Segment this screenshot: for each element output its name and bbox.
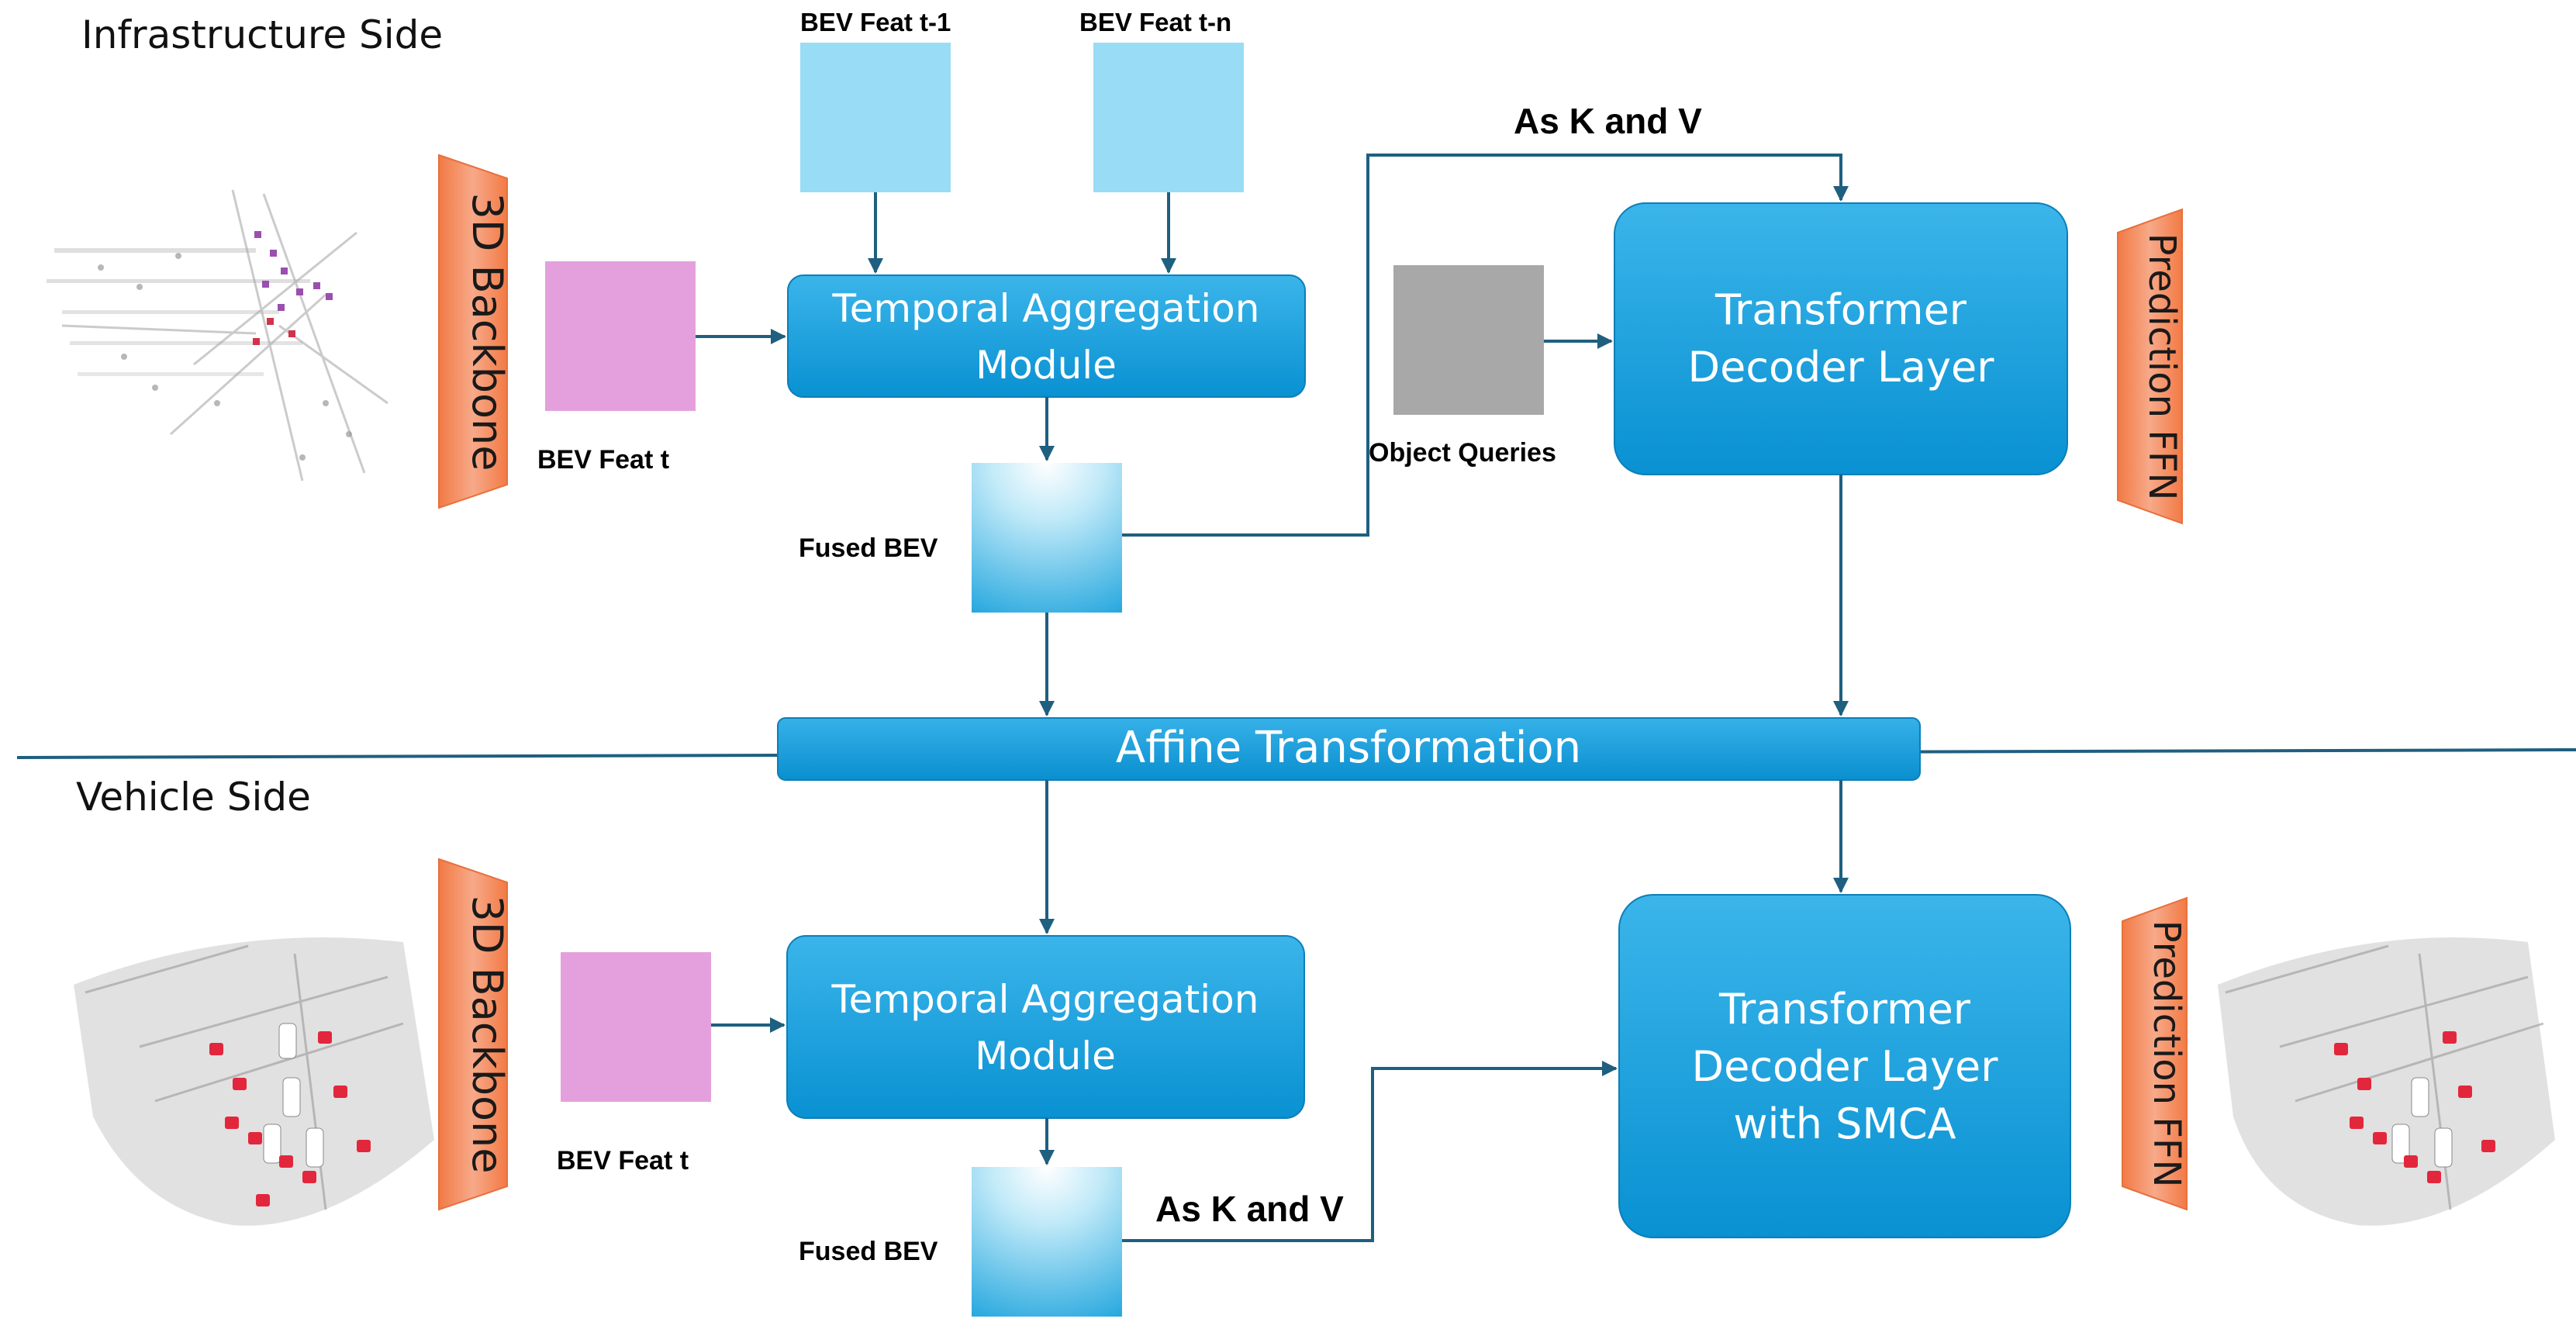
infra-as-k-v-label: As K and V bbox=[1514, 101, 1702, 141]
vehicle-decoder-label-line2: Decoder Layer bbox=[1692, 1042, 1999, 1091]
connectors bbox=[696, 154, 1849, 1242]
infra-prediction-ffn: Prediction FFN bbox=[2117, 208, 2184, 525]
infra-bev-feat-t-label: BEV Feat t bbox=[537, 445, 669, 475]
infra-bev-feat-t1-block bbox=[800, 43, 951, 192]
object-queries-label: Object Queries bbox=[1369, 438, 1556, 468]
infra-decoder-label-line2: Decoder Layer bbox=[1688, 343, 1995, 392]
vehicle-fused-bev-block bbox=[972, 1167, 1122, 1317]
infra-fused-bev-block bbox=[972, 463, 1122, 613]
arrow-fused-to-decoder bbox=[1122, 154, 1849, 537]
object-queries-block bbox=[1393, 265, 1544, 415]
infrastructure-side-label: Infrastructure Side bbox=[81, 12, 443, 57]
infra-fused-bev-label: Fused BEV bbox=[799, 533, 938, 563]
affine-transformation-label: Affine Transformation bbox=[1116, 723, 1581, 773]
affine-transformation-module: Affine Transformation bbox=[777, 717, 1921, 781]
infra-temporal-aggregation-module: Temporal Aggregation Module bbox=[787, 274, 1306, 398]
infra-tam-label-line2: Module bbox=[975, 343, 1117, 388]
vehicle-side-label: Vehicle Side bbox=[76, 775, 311, 820]
vehicle-tam-label-line1: Temporal Aggregation bbox=[831, 977, 1259, 1022]
infra-bev-feat-tn-block bbox=[1093, 43, 1244, 192]
infra-tam-label-line1: Temporal Aggregation bbox=[832, 286, 1260, 331]
vehicle-transformer-decoder-smca: Transformer Decoder Layer with SMCA bbox=[1618, 894, 2071, 1238]
vehicle-prediction-ffn-label: Prediction FFN bbox=[2145, 920, 2188, 1188]
vehicle-fused-bev-label: Fused BEV bbox=[799, 1237, 938, 1266]
infra-3d-backbone: 3D Backbone bbox=[438, 154, 512, 509]
infra-prediction-ffn-label: Prediction FFN bbox=[2140, 233, 2184, 501]
vehicle-backbone-label: 3D Backbone bbox=[463, 896, 512, 1174]
vehicle-3d-backbone: 3D Backbone bbox=[438, 858, 512, 1211]
infra-decoder-label-line1: Transformer bbox=[1714, 285, 1967, 334]
infra-transformer-decoder-layer: Transformer Decoder Layer bbox=[1614, 202, 2068, 475]
vehicle-as-k-v-label: As K and V bbox=[1155, 1189, 1344, 1229]
infra-backbone-label: 3D Backbone bbox=[463, 193, 512, 471]
arrow-vehicle-fused-to-decoder bbox=[1122, 1061, 1618, 1242]
infra-bev-feat-t-block bbox=[545, 261, 696, 411]
infra-bev-feat-tn-label: BEV Feat t-n bbox=[1079, 8, 1231, 36]
vehicle-bev-feat-t-block bbox=[561, 952, 711, 1102]
vehicle-decoder-label-line1: Transformer bbox=[1718, 985, 1971, 1034]
vehicle-tam-label-line2: Module bbox=[975, 1034, 1116, 1079]
vehicle-temporal-aggregation-module: Temporal Aggregation Module bbox=[786, 935, 1305, 1119]
infra-bev-feat-t1-label: BEV Feat t-1 bbox=[800, 8, 951, 36]
vehicle-point-cloud-image bbox=[74, 937, 434, 1226]
vehicle-bev-feat-t-label: BEV Feat t bbox=[557, 1146, 689, 1175]
vehicle-prediction-ffn: Prediction FFN bbox=[2122, 896, 2188, 1211]
vehicle-decoder-label-line3: with SMCA bbox=[1733, 1099, 1956, 1148]
vehicle-output-point-cloud-image bbox=[2218, 937, 2555, 1226]
infra-point-cloud-image bbox=[47, 189, 388, 482]
